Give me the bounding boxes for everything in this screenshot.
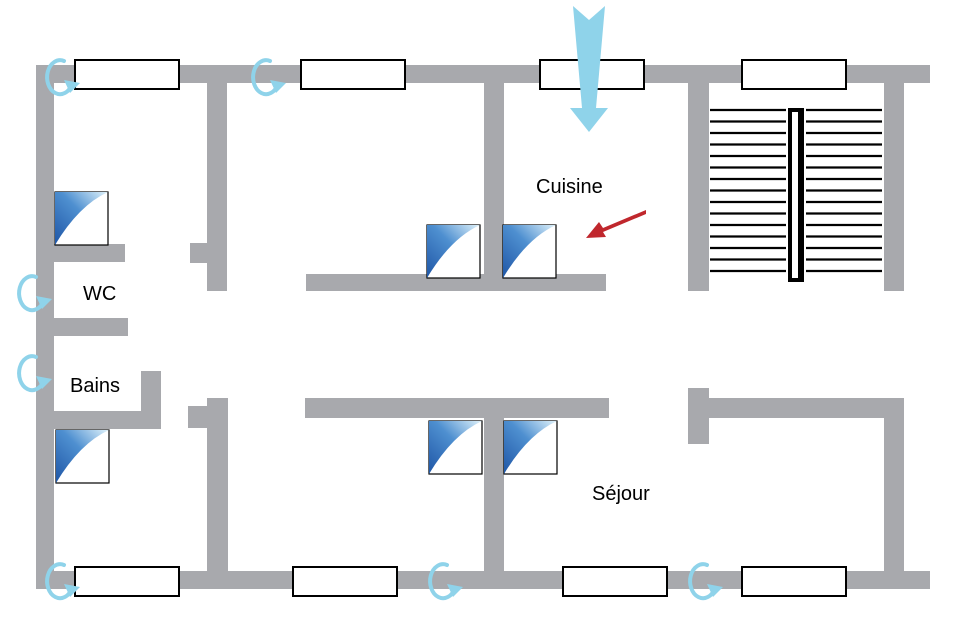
windows [74,59,847,597]
down-arrow-icon [570,6,608,132]
wall-wc-top [36,244,125,262]
wall-stair-left [688,83,709,291]
window-bottom-1 [74,566,180,597]
vent-icon [55,429,110,484]
room-label-wc: WC [83,283,116,305]
circular-arrow-icon [17,274,52,313]
window-top-1 [74,59,180,90]
stairs-icon [710,108,882,282]
wall-stub-upper-left [190,243,210,263]
circular-arrow-icon [17,354,52,393]
wall-stub-lower-left [188,406,210,428]
outer-wall-bottom [36,571,930,589]
walls [36,65,930,589]
room-label-sejour: Séjour [592,483,650,505]
outer-wall-right-top [884,65,904,291]
room-label-cuisine: Cuisine [536,176,603,198]
wall-right-room-top [688,398,904,418]
room-label-bains: Bains [70,375,120,397]
circular-arrow-icon [45,58,80,97]
circular-arrow-icon [428,562,463,601]
window-top-2 [300,59,406,90]
vent-icon [54,191,109,246]
wall-kitchen-vertical [484,83,504,291]
circular-arrow-icon [45,562,80,601]
circular-arrow-icon [251,58,286,97]
window-bottom-3 [562,566,668,597]
window-top-4 [741,59,847,90]
window-bottom-4 [741,566,847,597]
wall-bains-side [36,411,161,429]
outer-wall-right-bottom [884,398,904,589]
vent-icon [428,420,483,475]
vent-icon [502,224,557,279]
airflow-icons [17,58,723,601]
vent-icon [503,420,558,475]
outer-wall-top [36,65,930,83]
wall-wc-bottom [36,318,128,336]
red-arrow-icon [586,210,646,238]
wall-vertical-lower-left [207,398,228,589]
vents [54,191,558,484]
circular-arrow-icon [688,562,723,601]
wall-sejour-top [305,398,609,418]
wall-right-room-stub [688,388,709,444]
window-bottom-2 [292,566,398,597]
wall-vertical-upper-left [207,83,227,291]
wall-sejour-vertical [484,398,504,589]
vent-icon [426,224,481,279]
